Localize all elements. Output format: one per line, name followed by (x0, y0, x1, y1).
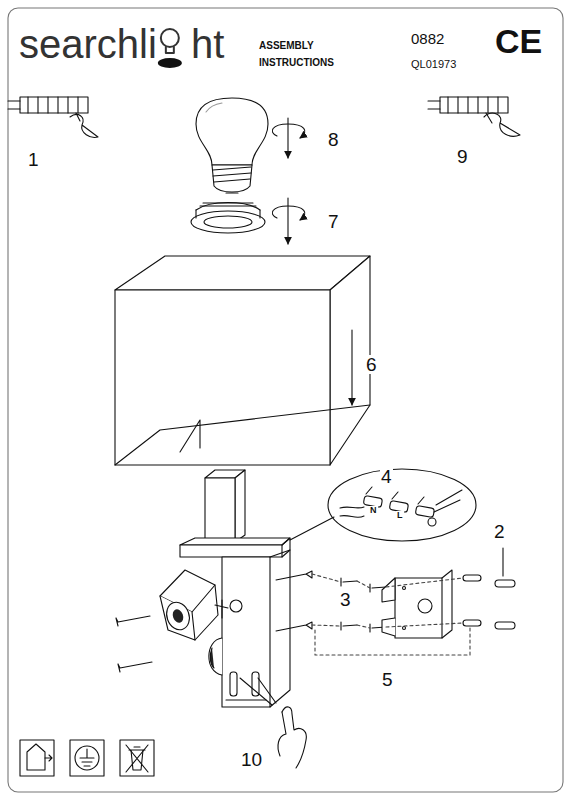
ce-mark: CE (494, 24, 543, 58)
lampholder-ring (191, 203, 265, 234)
lamp-shade (115, 256, 370, 465)
callout-number: 5 (381, 670, 394, 689)
terminal-hand-icon (428, 97, 520, 136)
callout-number: 10 (240, 750, 263, 769)
model-number: 0882 (410, 31, 445, 46)
terminal-label: N (369, 506, 378, 515)
terminal-hand-icon (8, 97, 98, 137)
brand-logo: searchli (18, 24, 158, 64)
logo-bulb (158, 29, 182, 68)
callout-number: 6 (365, 355, 378, 374)
wall-fixture (160, 470, 290, 707)
alignment-line (312, 574, 470, 655)
weee-bin-icon (120, 740, 154, 776)
callout-number: 4 (380, 467, 393, 486)
callout-number: 8 (327, 130, 340, 149)
terminal-label: L (396, 511, 404, 520)
callout-number: 9 (456, 147, 469, 166)
rotate-arrow (272, 118, 305, 244)
callout-number: 7 (327, 212, 340, 231)
callout-number: 1 (27, 150, 40, 169)
callout-number: 2 (493, 522, 506, 541)
leader-line (502, 548, 503, 576)
direction-arrow (351, 330, 352, 405)
product-code: QL01973 (410, 59, 457, 70)
indoor-use-icon (20, 740, 54, 776)
callout-number: 3 (339, 590, 352, 609)
pointing-hand (240, 678, 306, 768)
earth-symbol-icon (70, 740, 104, 776)
screw (116, 571, 312, 672)
document-title: ASSEMBLY INSTRUCTIONS (258, 37, 352, 71)
wall-plug (463, 575, 515, 629)
light-bulb (196, 98, 268, 193)
brand-logo: ht (190, 24, 225, 64)
page-border (8, 8, 563, 792)
